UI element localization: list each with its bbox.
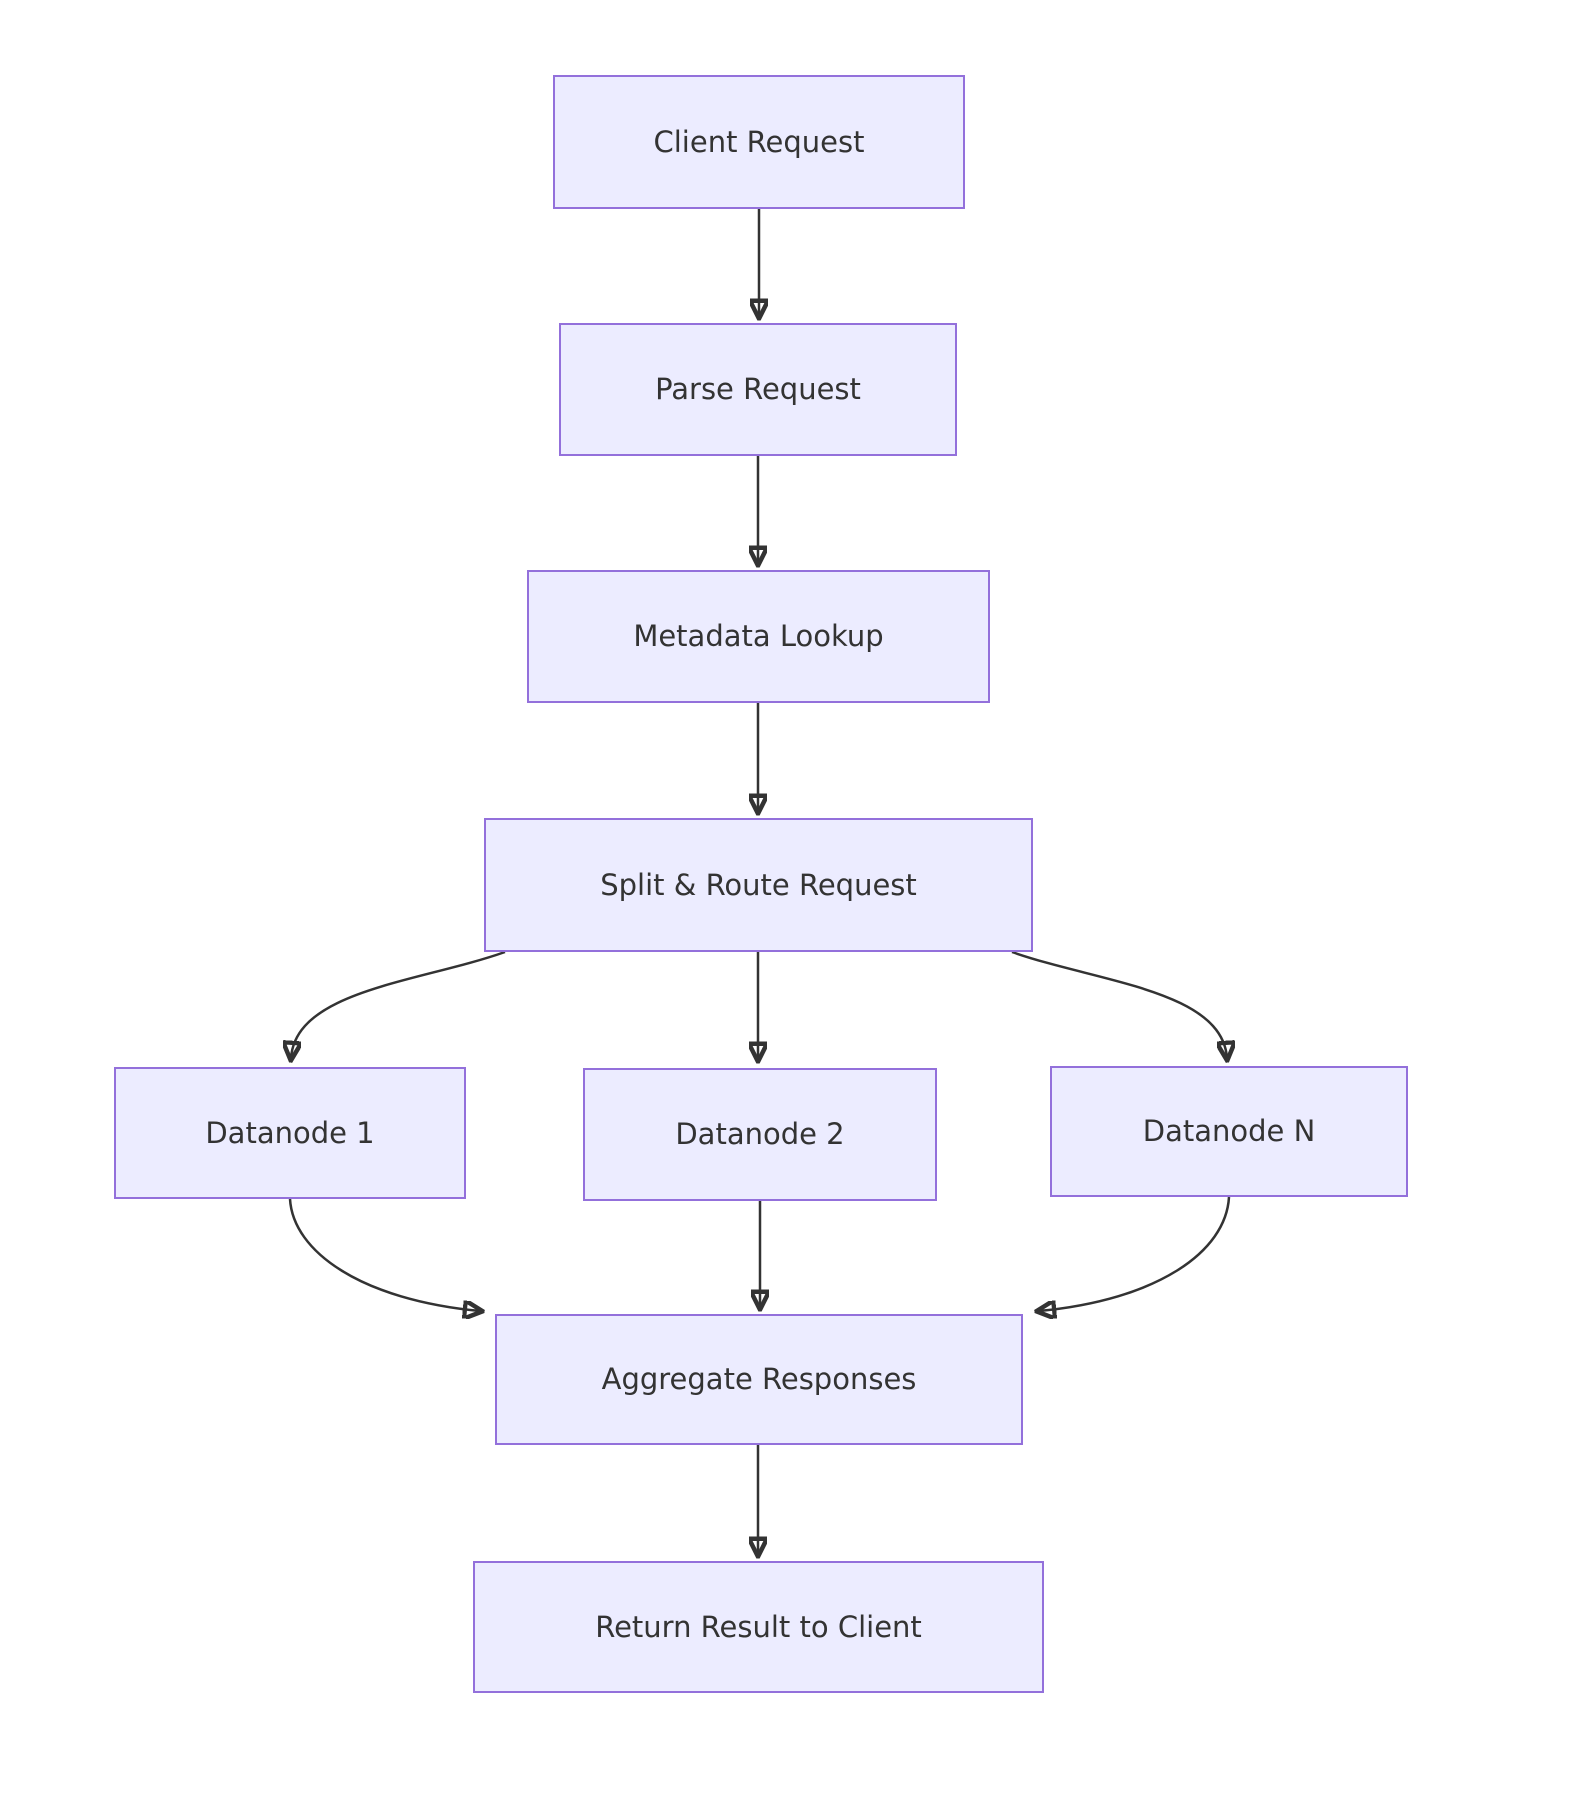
node-label: Split & Route Request xyxy=(600,867,917,902)
node-split-route-request: Split & Route Request xyxy=(484,818,1033,952)
node-label: Aggregate Responses xyxy=(601,1362,917,1397)
node-datanode-1: Datanode 1 xyxy=(114,1067,466,1199)
node-return-result-to-client: Return Result to Client xyxy=(473,1561,1044,1693)
node-label: Datanode N xyxy=(1142,1114,1316,1149)
edge-split-to-datanode1 xyxy=(291,950,506,1058)
edge-datanodeN-to-aggregate xyxy=(1039,1196,1231,1311)
node-label: Return Result to Client xyxy=(595,1609,922,1644)
node-label: Parse Request xyxy=(655,372,861,407)
node-aggregate-responses: Aggregate Responses xyxy=(495,1314,1023,1445)
node-client-request: Client Request xyxy=(553,75,965,209)
node-datanode-n: Datanode N xyxy=(1050,1066,1408,1197)
node-parse-request: Parse Request xyxy=(559,323,957,456)
node-datanode-2: Datanode 2 xyxy=(583,1068,937,1201)
node-metadata-lookup: Metadata Lookup xyxy=(527,570,990,703)
node-label: Client Request xyxy=(653,124,865,159)
node-label: Metadata Lookup xyxy=(633,619,884,654)
edge-datanode1-to-aggregate xyxy=(288,1198,480,1311)
node-label: Datanode 1 xyxy=(205,1115,375,1150)
node-label: Datanode 2 xyxy=(675,1117,845,1152)
edge-split-to-datanodeN xyxy=(1011,950,1227,1058)
